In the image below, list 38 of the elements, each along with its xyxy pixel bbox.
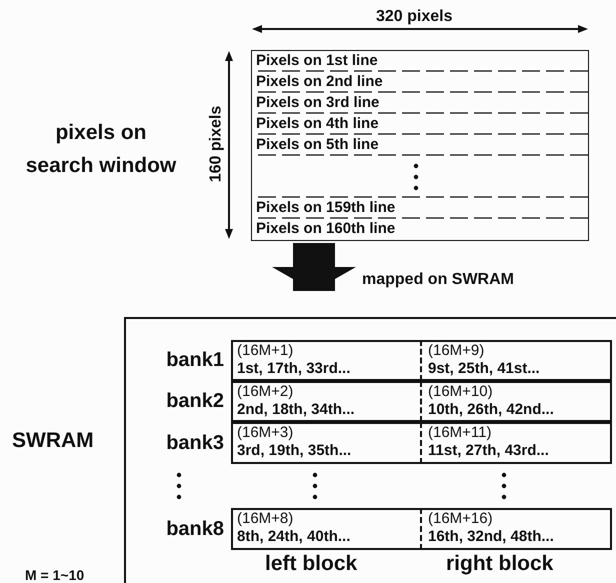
line-list: 1st, 17th, 33rd... [237,360,350,378]
memory-box [124,317,616,583]
line-list: 8th, 24th, 40th... [237,528,350,546]
line-list: 3rd, 19th, 35th... [237,442,352,460]
line-list: 2nd, 18th, 34th... [237,401,355,419]
bank-label: bank2 [166,389,224,414]
block-label: right block [446,552,554,576]
block-arrow [272,243,356,291]
pixel-line-row: Pixels on 5th line [251,134,589,155]
address-formula: (16M+11) [428,424,492,442]
side-label: pixels on search window [25,120,177,179]
address-formula: (16M+8) [237,510,294,528]
bank-label: bank3 [166,431,224,456]
address-formula: (16M+1) [237,342,294,360]
address-formula: (16M+10) [428,383,493,401]
side-label: SWRAM [12,429,94,453]
search-window-box [251,50,589,241]
address-formula: (16M+2) [237,383,294,401]
pixel-line-row: Pixels on 4th line [251,113,589,134]
pixel-line-row: Pixels on 3rd line [251,92,589,113]
pixel-line-row: Pixels on 1st line [251,50,589,71]
bank-label: bank8 [166,517,224,542]
dimension-label: 320 pixels [376,8,452,26]
note: M = 1~10 [25,567,84,583]
pixel-line-row: Pixels on 160th line [251,218,589,240]
line-list: 16th, 32nd, 48th... [428,528,554,546]
dimension-label: 160 pixels [207,106,226,182]
line-list: 11st, 27th, 43rd... [428,442,549,460]
address-formula: (16M+9) [428,342,484,360]
block-label: left block [265,552,358,576]
pixel-line-row: Pixels on 159th line [251,197,589,218]
edge-label: mapped on SWRAM [362,271,514,289]
address-formula: (16M+16) [428,510,493,528]
address-formula: (16M+3) [237,424,294,442]
bank-label: bank1 [166,348,224,373]
pixel-line-row: Pixels on 2nd line [251,71,589,92]
line-list: 10th, 26th, 42nd... [428,401,554,419]
line-list: 9st, 25th, 41st... [428,360,540,378]
